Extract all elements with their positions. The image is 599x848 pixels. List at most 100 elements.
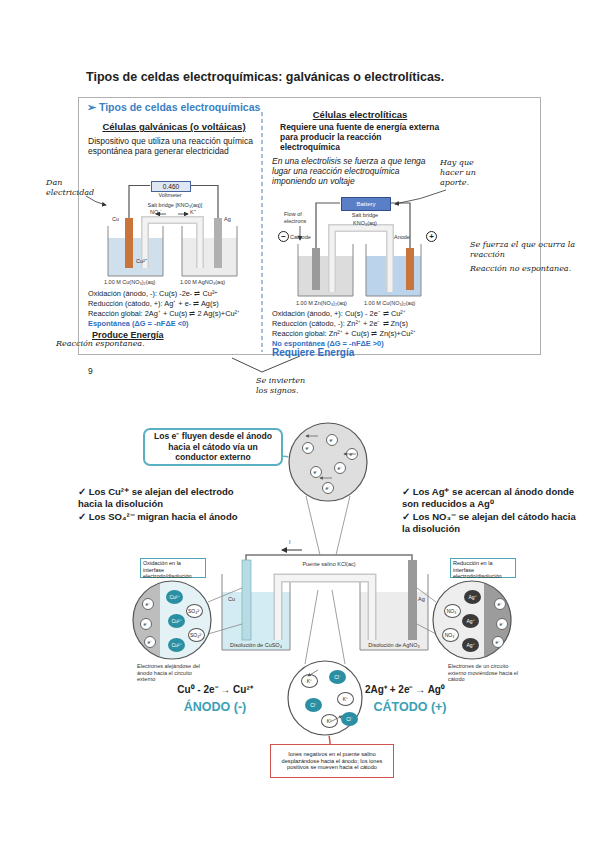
electrode-label: Anode: [394, 234, 424, 241]
solution-label: Disolución de CuSO₄: [224, 642, 288, 649]
salt-bridge-label: KNO₃(aq): [340, 220, 390, 227]
bullet-text: ✓ Los NO₃⁻ se alejan del cátodo hacia la…: [402, 511, 582, 535]
ion-symbol: K⁺: [321, 714, 338, 728]
electron-symbol: e⁻: [492, 636, 504, 648]
electron-symbol: e⁻: [326, 434, 338, 446]
ion-symbol: NO₃⁻: [444, 604, 461, 618]
node-text: +: [427, 232, 436, 241]
page-title: Tipos de celdas electroquímicas: galváni…: [86, 70, 444, 85]
electron-symbol: e⁻: [310, 466, 322, 478]
equation: Oxidación (ánodo, -): Cu(s) -2e- ⇌ Cu²⁺: [88, 289, 262, 299]
caption-text: Electrones alejándose del ánodo hacia el…: [137, 663, 209, 683]
electron-symbol: e⁻: [496, 618, 508, 630]
polarity-sign: +: [426, 231, 437, 242]
equation: Reducción (cátodo, -): Zn²⁺ + 2e⁻ ⇌ Zn(s…: [272, 319, 467, 329]
ion-symbol: SO₄²⁻: [188, 628, 205, 642]
instrument-label: Voltmeter: [146, 192, 194, 199]
electron-symbol: e⁻: [144, 636, 156, 648]
node-text: Reducción en la interfase electrodo/diso…: [453, 560, 513, 580]
ion-symbol: Ag⁺: [462, 638, 479, 652]
equation: Oxidación (ánodo, +): Cu(s) - 2e⁻ ⇌ Cu²⁺: [272, 309, 467, 319]
electron-symbol: e⁻: [494, 598, 506, 610]
caption-text: Electrones de un circuito externo movién…: [448, 663, 520, 683]
solution-label: 1.00 M Zn(NO₃)₂(aq): [296, 300, 362, 307]
half-reaction: 2Ag⁺ + 2e⁻ → Ag⁰: [350, 684, 460, 696]
slide-heading: ➢ Tipos de celdas electroquímicas: [87, 101, 260, 113]
note-box: Iones negativos en el puente salino desp…: [270, 744, 394, 778]
anode-zoom-circle: Cu²⁺SO₄²⁻Cu²⁺SO₄²⁻Cu²⁺e⁻e⁻e⁻: [132, 580, 212, 660]
bullet-text: ✓ Los Ag⁺ se acercan al ánodo donde son …: [402, 486, 582, 510]
ion-label: Cu²⁺: [136, 258, 156, 265]
cathode-zoom-circle: Ag⁺NO₃⁻Ag⁺NO₃⁻Ag⁺e⁻e⁻e⁻: [432, 580, 512, 660]
connector-line: [283, 455, 288, 457]
ion-symbol: Cl⁻: [305, 698, 322, 712]
salt-bridge-label: Salt bridge: [340, 212, 390, 219]
node-text: Iones negativos en el puente salino desp…: [274, 751, 390, 771]
solution-label: 1.00 M AgNO₃(aq): [180, 279, 242, 286]
bullet-text: ✓ Los Cu²⁺ se alejan del electrodo hacia…: [78, 486, 253, 510]
ion-symbol: Cu²⁺: [168, 614, 185, 628]
ion-symbol: Cu²⁺: [166, 590, 183, 604]
electrode-label: Cu: [112, 216, 126, 223]
electrode-label: Cathode: [290, 234, 320, 241]
flow-label: Flow of electrons: [284, 211, 314, 224]
handwritten-note: Hay que hacer un aporte.: [440, 158, 492, 188]
ion-symbol: Cl⁻: [329, 670, 346, 684]
ion-symbol: K⁺: [337, 692, 354, 706]
equation: Espontánea (ΔG = -nFΔE <0): [88, 319, 262, 329]
electrode-name: CÁTODO (+): [360, 700, 460, 715]
ion-label: K⁺: [190, 209, 205, 216]
equation: Reducción (cátodo, +): Ag⁺ + e- ⇌ Ag(s): [88, 299, 262, 309]
electron-symbol: e⁻: [302, 442, 314, 454]
node-text: 0.460: [152, 182, 190, 191]
ion-symbol: Cu²⁺: [168, 638, 185, 652]
bullet-text: ✓ Los SO₄²⁻ migran hacia el ánodo: [78, 511, 253, 523]
salt-bridge-label: Puente salino KCl(ac): [284, 561, 374, 568]
ion-symbol: Cl⁻: [341, 712, 358, 726]
equation: Reacción global: Zn²⁺ + Cu(s) ⇌ Zn(s)+Cu…: [272, 329, 467, 339]
ion-symbol: NO₃⁻: [442, 628, 459, 642]
handwritten-note: Reacción espontanea.: [56, 339, 146, 349]
salt-bridge-label: Salt bridge [KNO₃(aq)]: [135, 202, 215, 209]
solution-label: Disolución de AgNO₃: [362, 642, 426, 649]
electron-zoom-circle: e⁻e⁻e⁻e⁻e⁻e⁻: [288, 422, 368, 502]
node-text: −: [279, 232, 288, 241]
description-text: Requiere una fuente de energía externa p…: [280, 122, 440, 152]
conclusion-text: Requiere Energía: [272, 347, 402, 359]
callout-box: Los e⁻ fluyen desde el ánodo hacia el cá…: [143, 428, 283, 466]
handwritten-note: Se invierten los signos.: [256, 376, 318, 396]
ion-symbol: Ag⁺: [462, 614, 479, 628]
column-heading: Células galvánicas (o voltáicas): [88, 121, 260, 132]
handwritten-note: Dan electricidad: [46, 178, 92, 198]
voltmeter-display: 0.460: [151, 181, 191, 192]
equation: Reacción global: 2Ag⁺ + Cu(s) ⇌ 2 Ag(s)+…: [88, 309, 262, 319]
ion-symbol: Ag⁺: [464, 590, 481, 604]
handwritten-note: Reacción no espontanea.: [470, 264, 590, 274]
electrode-label: Cu: [228, 596, 242, 603]
electron-symbol: e⁻: [140, 618, 152, 630]
half-reaction: Cu⁰ - 2e⁻ → Cu²⁺: [160, 684, 270, 696]
polarity-sign: −: [278, 231, 289, 242]
electrode-label: Ag: [418, 596, 432, 603]
electrode-label: Ag: [224, 216, 238, 223]
description-text: En una electrolisis se fuerza a que teng…: [272, 156, 440, 186]
current-label: I: [289, 539, 299, 546]
ion-label: NO₃⁻: [150, 209, 170, 216]
node-text: Battery: [342, 198, 390, 210]
solution-label: 1.00 M Cu(NO₃)₂(aq): [104, 279, 170, 286]
ion-symbol: SO₄²⁻: [186, 604, 203, 618]
ion-symbol: K⁺: [301, 674, 318, 688]
electron-symbol: e⁻: [346, 448, 358, 460]
node-text: Los e⁻ fluyen desde el ánodo hacia el cá…: [150, 431, 276, 463]
battery-box: Battery: [341, 197, 391, 211]
interface-label-box: Reducción en la interfase electrodo/diso…: [450, 558, 516, 578]
solution-label: 1.00 M Cu(NO₃)₂(aq): [364, 300, 430, 307]
connector-line: [328, 736, 330, 744]
node-text: Oxidación en la interfase electrodo/diso…: [143, 560, 203, 580]
page-number: 9: [88, 366, 108, 376]
electron-symbol: e⁻: [322, 482, 334, 494]
handwritten-note: Se fuerza el que ocurra la reacción: [470, 240, 595, 260]
electron-symbol: e⁻: [142, 598, 154, 610]
description-text: Dispositivo que utiliza una reacción quí…: [88, 136, 256, 156]
